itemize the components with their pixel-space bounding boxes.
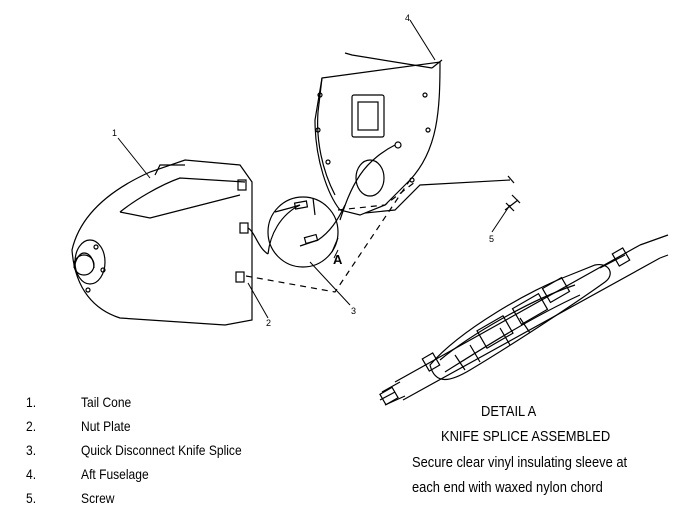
detail-note-line-2: each end with waxed nylon chord (412, 479, 603, 496)
legend-number: 1. (26, 394, 37, 410)
knife-splice-circle (267, 196, 339, 268)
legend-item: 2. Nut Plate (26, 414, 250, 438)
legend-item: 1. Tail Cone (26, 390, 250, 414)
legend-item: 3. Quick Disconnect Knife Splice (26, 438, 250, 462)
callout-3: 3 (351, 306, 357, 316)
detail-subtitle: KNIFE SPLICE ASSEMBLED (441, 428, 611, 445)
legend-number: 4. (26, 466, 37, 482)
leader-lines (117, 19, 511, 319)
legend-label: Tail Cone (81, 394, 132, 410)
legend-label: Screw (81, 490, 115, 506)
detail-note-line-1: Secure clear vinyl insulating sleeve at (412, 454, 628, 471)
legend-label: Aft Fuselage (81, 466, 149, 482)
tail-cone (71, 159, 269, 326)
aft-fuselage (314, 52, 443, 221)
legend-label: Quick Disconnect Knife Splice (81, 442, 242, 458)
callout-2: 2 (266, 318, 272, 328)
legend-item: 4. Aft Fuselage (26, 462, 250, 486)
callout-1: 1 (112, 128, 118, 138)
callout-4: 4 (405, 13, 411, 23)
legend-number: 5. (26, 490, 37, 506)
legend-label: Nut Plate (81, 418, 131, 434)
detail-title: DETAIL A (481, 403, 537, 420)
screw (504, 194, 521, 212)
detail-a-splice (379, 234, 669, 406)
detail-a-callout: A (333, 252, 343, 267)
legend-number: 3. (26, 442, 37, 458)
legend-item: 5. Screw (26, 486, 250, 510)
parts-legend: 1. Tail Cone 2. Nut Plate 3. Quick Disco… (26, 390, 286, 510)
wiring (245, 175, 515, 293)
legend-number: 2. (26, 418, 37, 434)
callout-5: 5 (489, 234, 495, 244)
